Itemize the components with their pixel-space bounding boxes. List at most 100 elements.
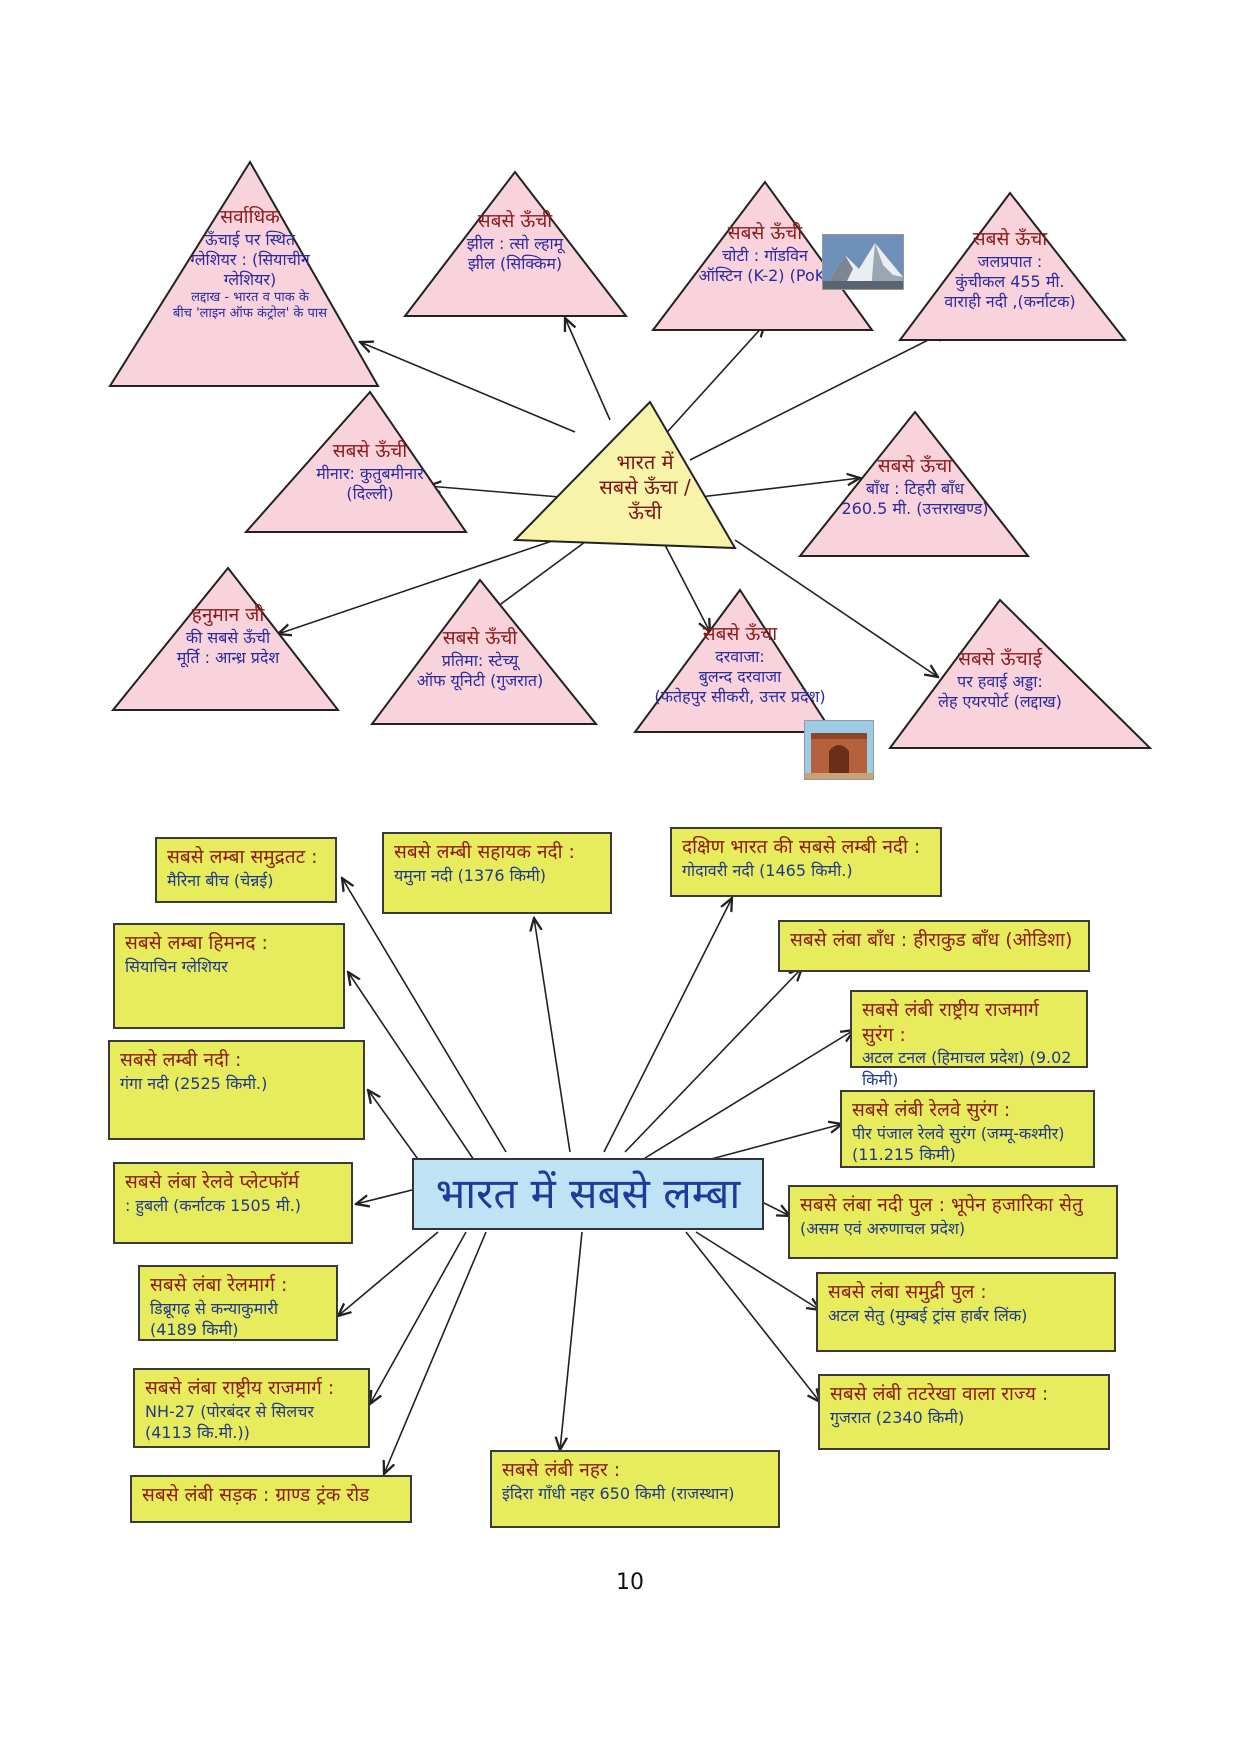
fact-box-value: पीर पंजाल रेलवे सुरंग (जम्मू-कश्मीर) (11… [852,1123,1065,1165]
hub-title-line: भारत में [616,450,674,474]
triangle-text-7: हनुमान जीकी सबसे ऊँचीमूर्ति : आन्ध्र प्र… [128,604,328,668]
fact-box-14: सबसे लंबी तटरेखा वाला राज्य :गुजरात (234… [818,1374,1110,1450]
arrow-to-triangle-9 [664,544,710,632]
fact-box-13: सबसे लंबा राष्ट्रीय राजमार्ग :NH-27 (पोर… [133,1368,370,1448]
buland-darwaza-photo [804,720,874,780]
triangle-text-4: सबसे ऊँचाजलप्रपात :कुंचीकल 455 मी.वाराही… [905,228,1115,312]
arrow-to-triangle-7 [278,539,556,634]
fact-box-15: सबसे लंबी सड़क : ग्राण्ड ट्रंक रोड [130,1475,412,1523]
triangle-line: झील : त्सो ल्हामू [466,233,564,253]
triangle-line: कुंचीकल 455 मी. [955,271,1065,291]
fact-box-title: सबसे लंबी रेलवे सुरंग : [852,1099,1011,1121]
fact-box-value: यमुना नदी (1376 किमी) [394,865,546,885]
fact-box-3: दक्षिण भारत की सबसे लम्बी नदी :गोदावरी न… [670,827,942,897]
fact-box-value: इंदिरा गाँधी नहर 650 किमी (राजस्थान) [502,1483,735,1503]
triangle-line: जलप्रपात : [977,251,1043,271]
center-hub-box: भारत में सबसे लम्बा [412,1158,764,1230]
fact-box-title: सबसे लम्बी नदी : [120,1049,242,1071]
arrow-to-triangle-1 [360,342,576,433]
triangle-line: ग्लेशियर) [223,269,277,289]
arrow-to-box-12 [695,1231,820,1310]
hub-title-line: सबसे ऊँचा / [599,475,691,499]
triangle-note: लद्दाख - भारत व पाक के [191,289,309,305]
page-number: 10 [616,1570,644,1595]
hub-title: भारत मेंसबसे ऊँचा /ऊँची [565,450,725,525]
fact-box-1: सबसे लम्बा समुद्रतट :मैरिना बीच (चेन्नई) [155,837,337,903]
fact-box-value: अटल सेतु (मुम्बई ट्रांस हार्बर लिंक) [828,1305,1028,1325]
fact-triangle-8 [370,578,599,725]
arrow-to-box-6 [644,1030,854,1159]
fact-triangle-3 [650,180,874,331]
triangle-line: (दिल्ली) [346,483,394,503]
triangle-line: प्रतिमा: स्टेच्यू [441,650,519,670]
triangle-line: 260.5 मी. (उत्तराखण्ड) [841,498,989,518]
fact-box-value: NH-27 (पोरबंदर से सिलचर (4113 कि.मी.)) [145,1401,314,1443]
fact-box-value: (असम एवं अरुणाचल प्रदेश) [800,1218,966,1238]
triangle-line: सबसे ऊँचा [972,228,1048,250]
fact-box-title: सबसे लम्बा हिमनद : [125,932,268,954]
triangle-line: बाँध : टिहरी बाँध [865,478,965,498]
triangle-text-5: सबसे ऊँचीमीनार: कुतुबमीनार(दिल्ली) [270,440,470,504]
fact-box-value: सियाचिन ग्लेशियर [125,956,228,976]
fact-box-title: सबसे लंबा रेलमार्ग : [150,1274,288,1296]
arrow-to-box-11 [338,1231,439,1316]
triangle-line: दरवाजा: [715,646,765,666]
triangle-line: ऑफ यूनिटी (गुजरात) [416,670,544,690]
triangle-line: बुलन्द दरवाजा [698,666,782,686]
triangle-line: सबसे ऊँचाई [958,648,1042,670]
fact-box-9: सबसे लंबा रेलवे प्लेटफॉर्म: हुबली (कर्ना… [113,1162,353,1244]
triangle-line: ऑस्टिन (K-2) (PoK) [698,265,832,285]
arrow-to-box-8 [699,1124,842,1163]
arrow-to-box-15 [384,1231,487,1474]
fact-box-7: सबसे लम्बी नदी :गंगा नदी (2525 किमी.) [108,1040,365,1140]
fact-box-16: सबसे लंबी नहर :इंदिरा गाँधी नहर 650 किमी… [490,1450,780,1528]
arrow-to-box-3 [603,898,732,1153]
triangle-line: वाराही नदी ,(कर्नाटक) [944,291,1076,311]
fact-triangle-6 [797,410,1031,557]
arrow-to-triangle-6 [699,478,860,498]
fact-triangle-9 [633,588,834,733]
triangle-line: मीनार: कुतुबमीनार [316,463,424,483]
arrow-to-box-16 [560,1231,583,1450]
triangle-line: ऊँचाई पर स्थित [205,229,295,249]
fact-box-title: सबसे लंबी तटरेखा वाला राज्य : [830,1383,1049,1405]
arrow-to-triangle-2 [565,318,611,421]
arrow-to-box-10 [761,1201,790,1216]
arrow-to-triangle-3 [659,324,765,441]
arrow-to-triangle-4 [689,330,948,461]
triangle-line: ग्लेशियर : (सियाचीन [190,249,310,269]
fact-box-value: गंगा नदी (2525 किमी.) [120,1073,268,1093]
fact-box-10: सबसे लंबा नदी पुल : भूपेन हजारिका सेतु(अ… [788,1185,1118,1259]
mountain-photo [822,234,904,290]
arrow-to-box-4 [348,972,487,1179]
fact-triangle-4 [898,191,1128,341]
fact-box-title: सबसे लंबा नदी पुल : भूपेन हजारिका सेतु [800,1194,1083,1216]
fact-box-8: सबसे लंबी रेलवे सुरंग :पीर पंजाल रेलवे स… [840,1090,1095,1168]
fact-box-5: सबसे लंबा बाँध : हीराकुड बाँध (ओडिशा) [778,920,1090,972]
fact-triangle-7 [110,566,341,711]
arrow-to-triangle-10 [734,539,938,677]
fact-box-2: सबसे लम्बी सहायक नदी :यमुना नदी (1376 कि… [382,832,612,914]
fact-box-title: सबसे लंबी नहर : [502,1459,621,1481]
fact-box-6: सबसे लंबी राष्ट्रीय राजमार्ग सुरंग :अटल … [850,990,1088,1089]
arrow-to-box-1 [342,878,507,1153]
fact-box-title: दक्षिण भारत की सबसे लम्बी नदी : [682,836,921,858]
triangle-line: झील (सिक्किम) [467,253,563,273]
arrow-to-triangle-5 [428,486,561,498]
fact-box-value: मैरिना बीच (चेन्नई) [167,870,274,890]
triangle-line: की सबसे ऊँची [185,627,271,647]
fact-box-4: सबसे लम्बा हिमनद :सियाचिन ग्लेशियर [113,923,345,1029]
hub-triangle [512,400,737,550]
triangle-line: मूर्ति : आन्ध्र प्रदेश [176,647,280,667]
triangle-line: सबसे ऊँचा [877,455,953,477]
triangle-line: सर्वाधिक [220,206,280,228]
fact-triangle-5 [243,390,468,533]
fact-box-title: सबसे लम्बी सहायक नदी : [394,841,575,863]
triangle-line: सबसे ऊँची [332,440,408,462]
fact-box-value: गुजरात (2340 किमी) [830,1407,965,1427]
triangle-line: सबसे ऊँची [727,222,803,244]
fact-box-value: गोदावरी नदी (1465 किमी.) [682,860,853,880]
fact-triangle-1 [108,160,380,387]
